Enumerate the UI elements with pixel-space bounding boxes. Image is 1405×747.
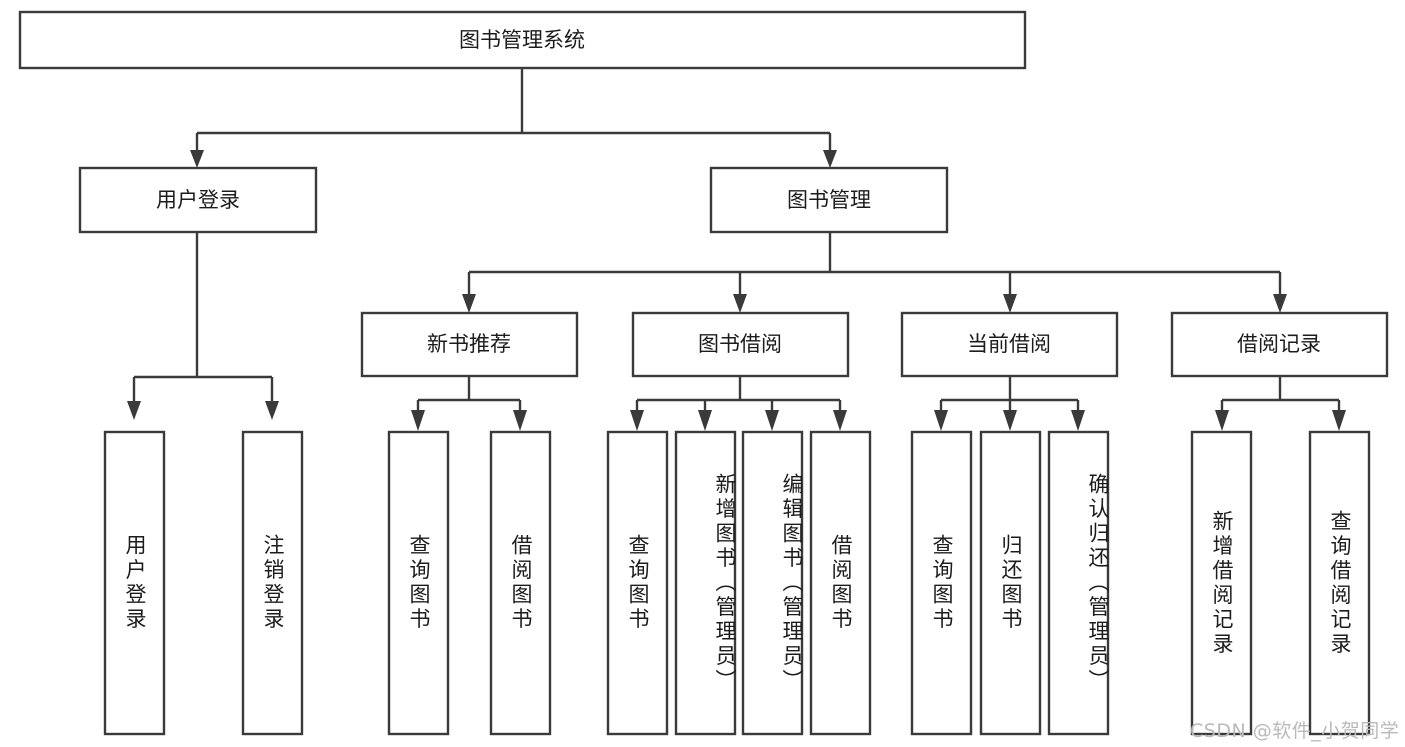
leaf-box-query-book-3 bbox=[910, 430, 973, 736]
node-user-login[interactable]: 用户登录 bbox=[78, 166, 318, 234]
node-new-book-rec-label: 新书推荐 bbox=[427, 332, 511, 356]
csdn-watermark: CSDN @软件_小贺同学 bbox=[1190, 720, 1400, 742]
connector-root-to-level2 bbox=[190, 68, 837, 168]
connector-bookborrow-to-leaves bbox=[630, 376, 847, 431]
node-borrow-record-label: 借阅记录 bbox=[1237, 332, 1321, 356]
leaf-box-add-record bbox=[1190, 430, 1253, 736]
node-borrow-record[interactable]: 借阅记录 bbox=[1170, 311, 1389, 378]
connector-userlogin-to-leaves bbox=[127, 232, 279, 420]
leaf-box-query-book-1 bbox=[387, 430, 450, 736]
leaf-box-return-book bbox=[979, 430, 1042, 736]
leaf-box-add-book bbox=[674, 430, 737, 736]
node-user-login-label: 用户登录 bbox=[156, 188, 240, 212]
node-root-label: 图书管理系统 bbox=[459, 28, 585, 52]
node-current-borrow[interactable]: 当前借阅 bbox=[900, 311, 1119, 378]
node-current-borrow-label: 当前借阅 bbox=[967, 332, 1051, 356]
node-book-borrow-label: 图书借阅 bbox=[698, 332, 782, 356]
leaf-box-edit-book bbox=[741, 430, 804, 736]
leaf-box-borrow-book-1 bbox=[489, 430, 552, 736]
leaf-boxes bbox=[103, 430, 1371, 736]
connector-borrowrecord-to-leaves bbox=[1215, 376, 1346, 431]
node-book-manage-label: 图书管理 bbox=[787, 188, 871, 212]
connector-newbook-to-leaves bbox=[411, 376, 527, 431]
leaf-box-user-logout bbox=[241, 430, 304, 736]
node-book-borrow[interactable]: 图书借阅 bbox=[631, 311, 850, 378]
connector-bookmanage-to-level3 bbox=[462, 232, 1287, 313]
leaf-box-query-record bbox=[1308, 430, 1371, 736]
leaf-box-confirm-return bbox=[1047, 430, 1110, 736]
node-new-book-rec[interactable]: 新书推荐 bbox=[360, 311, 579, 378]
node-root[interactable]: 图书管理系统 bbox=[18, 10, 1027, 70]
leaf-box-query-book-2 bbox=[606, 430, 669, 736]
leaf-box-borrow-book-2 bbox=[809, 430, 872, 736]
node-book-manage[interactable]: 图书管理 bbox=[709, 166, 949, 234]
connector-currentborrow-to-leaves bbox=[934, 376, 1085, 431]
leaf-box-user-login bbox=[103, 430, 166, 736]
